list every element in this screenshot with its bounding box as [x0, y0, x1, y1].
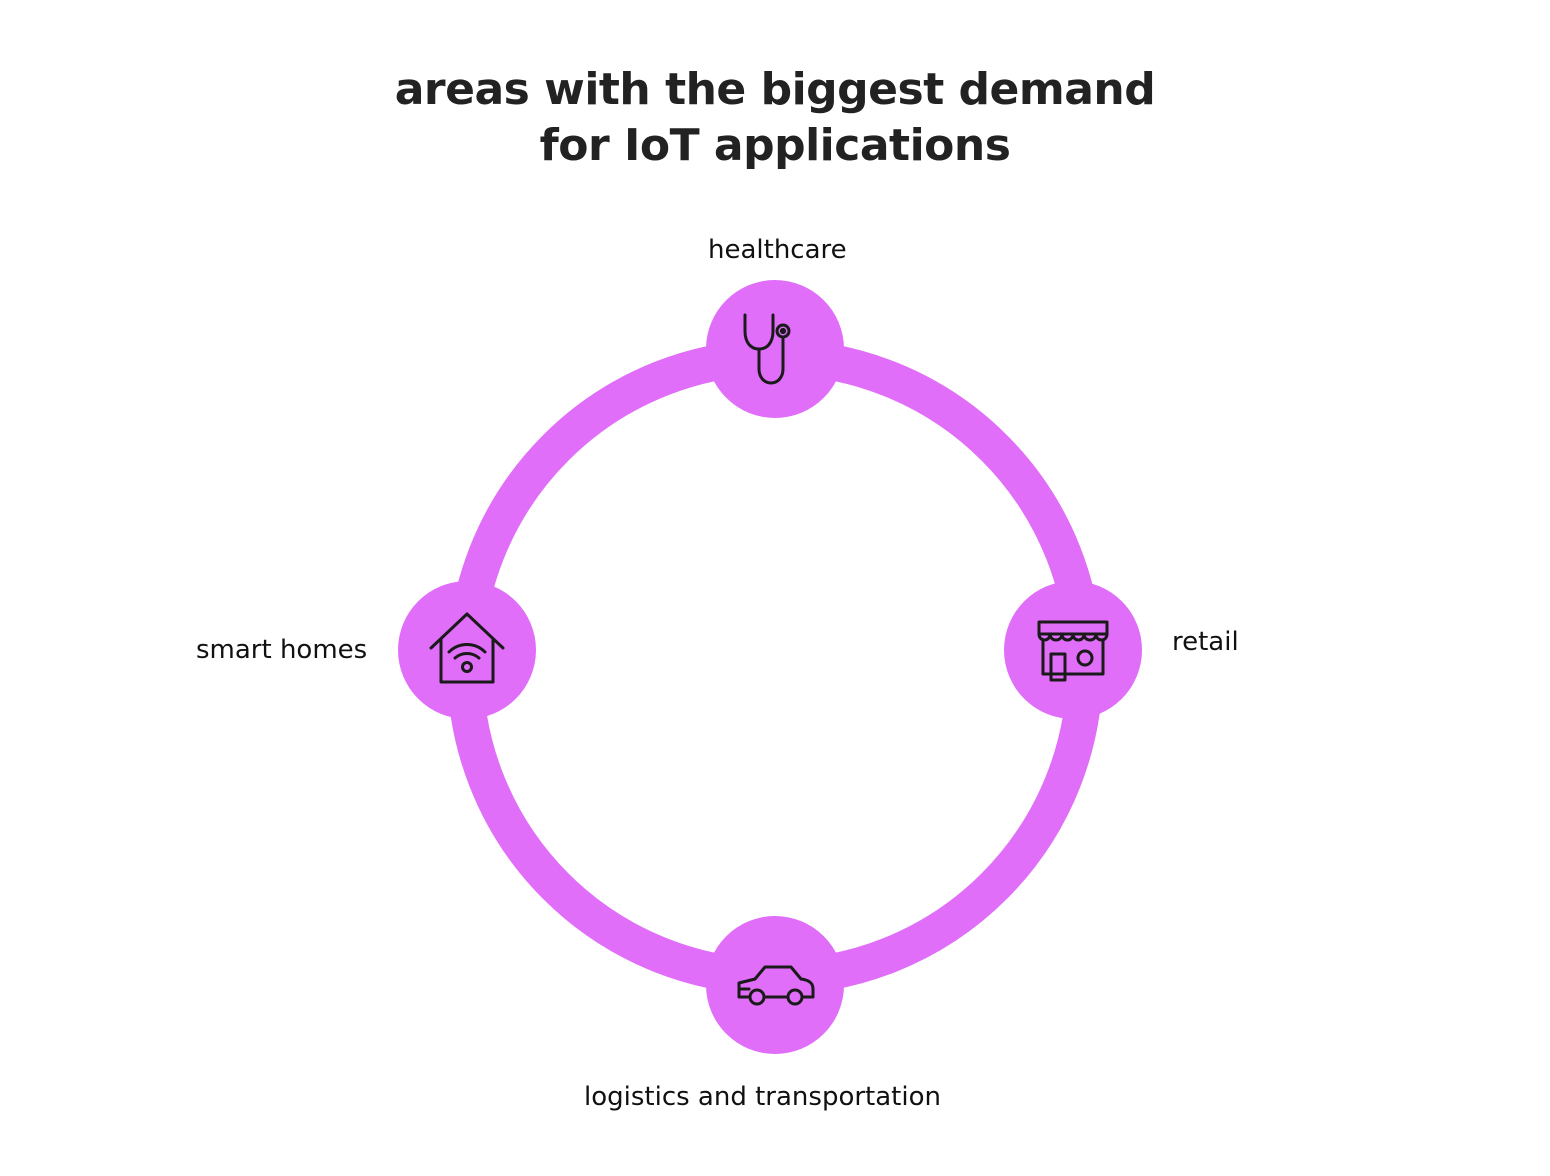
- node-retail: [1004, 581, 1142, 719]
- stethoscope-icon: [743, 313, 791, 385]
- car-icon: [737, 965, 815, 1006]
- diagram-title-line-2: for IoT applications: [539, 120, 1011, 171]
- smart-home-icon: [429, 612, 505, 684]
- diagram-title-line-1: areas with the biggest demand: [394, 64, 1156, 115]
- label-smart-homes: smart homes: [196, 635, 368, 665]
- node-smart-homes: [398, 581, 536, 719]
- node-logistics: [706, 916, 844, 1054]
- label-logistics: logistics and transportation: [584, 1082, 941, 1112]
- label-healthcare: healthcare: [708, 235, 847, 265]
- storefront-icon: [1037, 620, 1109, 682]
- label-retail: retail: [1172, 627, 1239, 657]
- node-healthcare: [706, 280, 844, 418]
- diagram-title: areas with the biggest demand for IoT ap…: [0, 62, 1550, 174]
